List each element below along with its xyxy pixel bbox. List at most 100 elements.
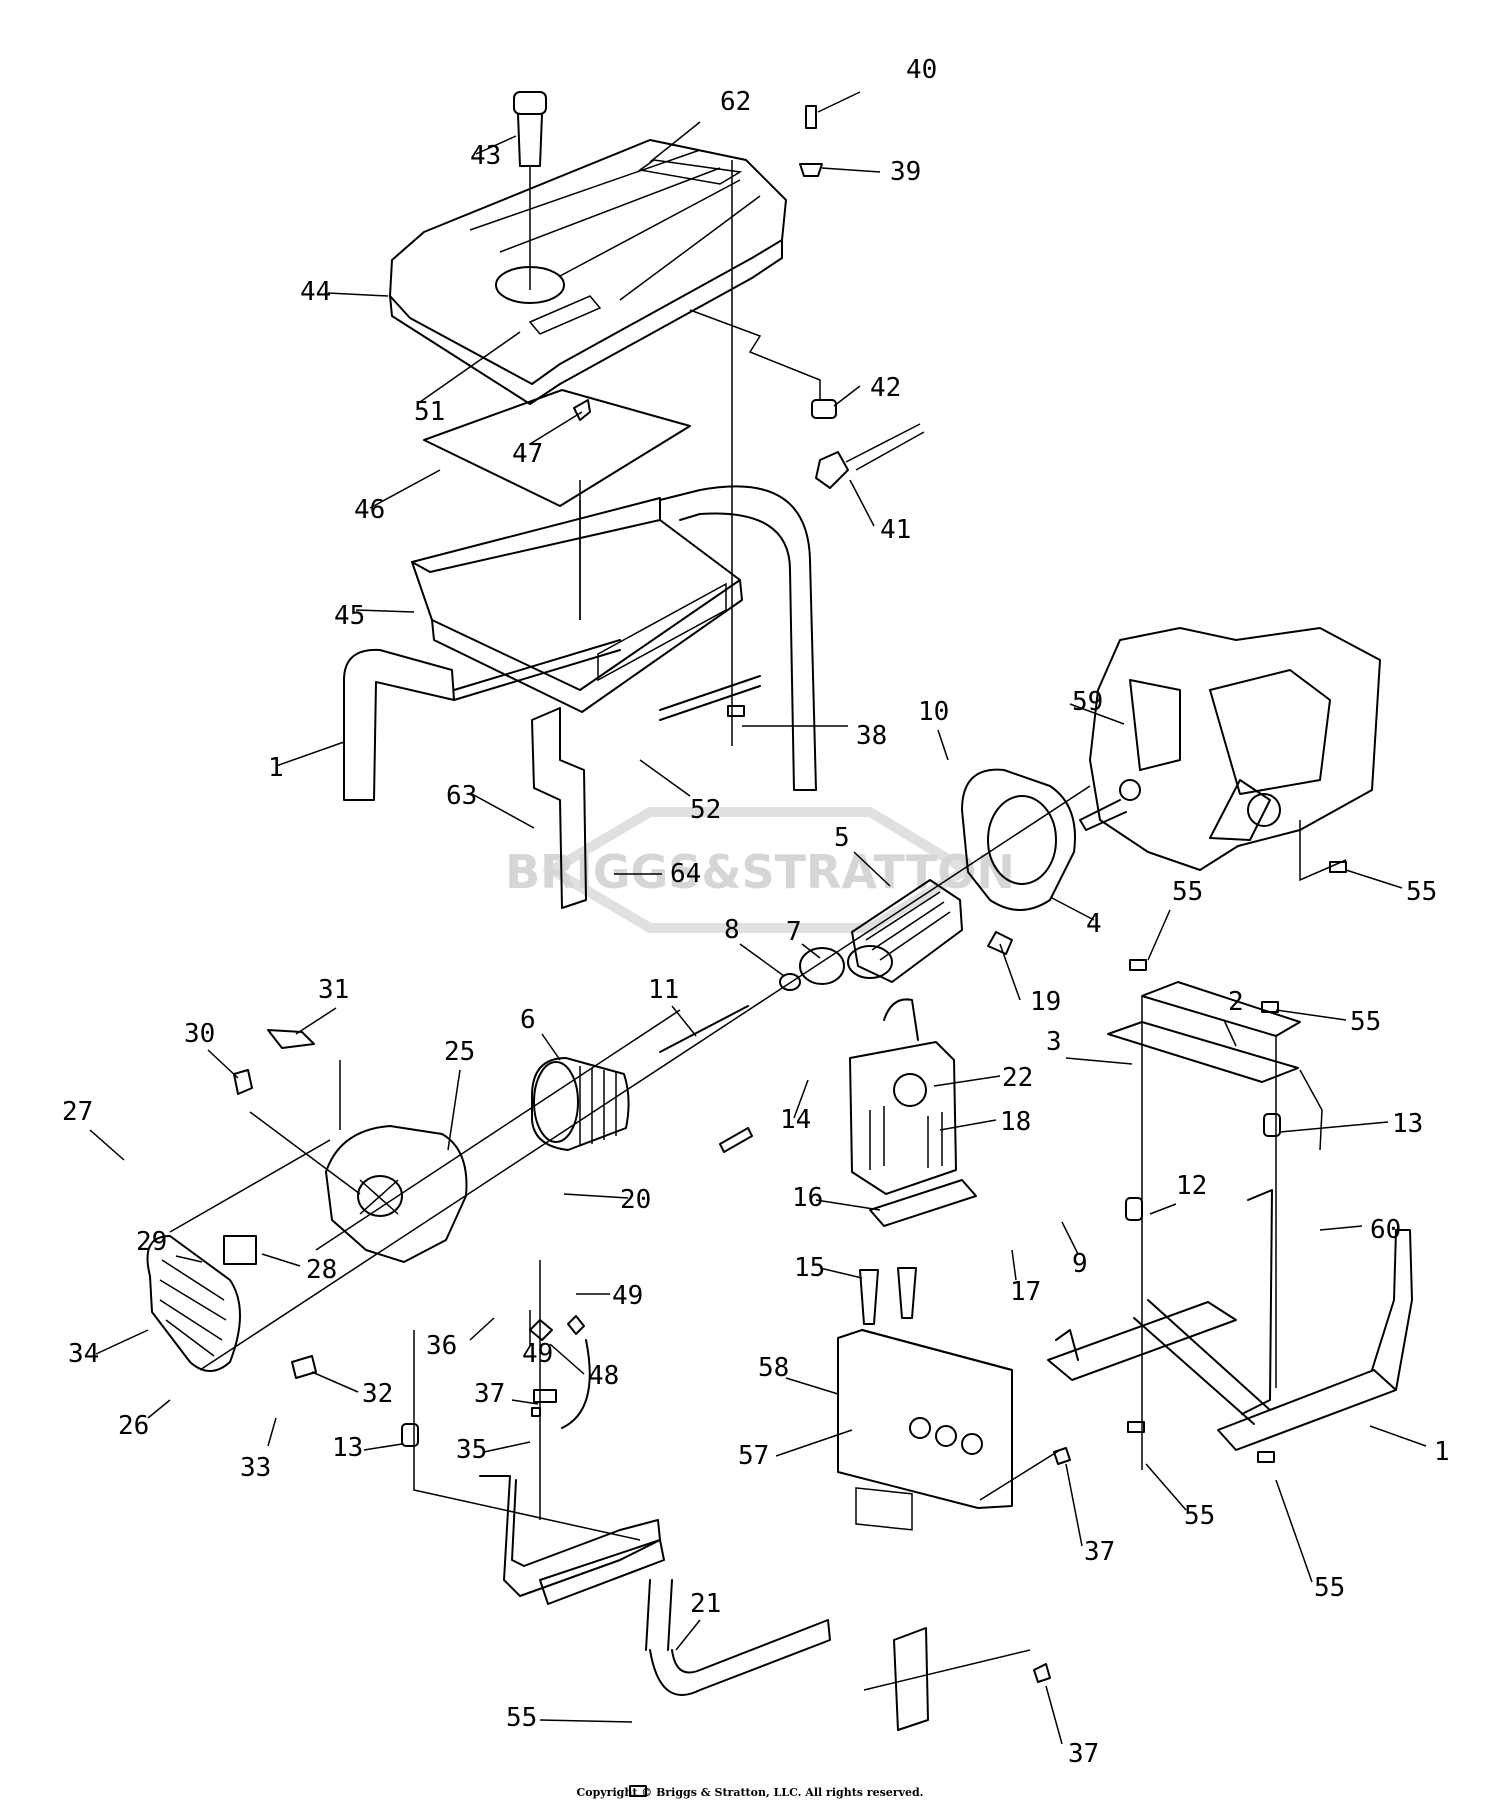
callout-leader-42 [833,385,861,407]
callout-label-1a: 1 [268,753,284,783]
callout-leader-13a [1279,1121,1389,1133]
callout-leader-19 [999,943,1021,1001]
callout-label-4: 4 [1086,909,1102,939]
callout-leader-46 [369,469,441,509]
callout-52: 52 [639,759,721,825]
callout-label-59: 59 [1072,687,1103,717]
callout-leader-28 [261,1253,301,1267]
fuel-valve-clip [573,399,591,421]
callout-10: 10 [918,697,949,761]
callout-leader-2 [1223,1019,1237,1047]
callout-label-2: 2 [1228,987,1244,1017]
callout-label-42: 42 [870,373,901,403]
callout-label-64: 64 [670,859,701,889]
callout-leader-55f [539,1719,633,1723]
callout-64: 64 [614,859,701,889]
callout-leader-45 [355,609,415,613]
callout-leader-51 [419,331,521,403]
callout-label-30: 30 [184,1019,215,1049]
callout-13b: 13 [332,1433,403,1463]
callout-49b: 49 [522,1310,553,1369]
callout-14: 14 [780,1079,811,1135]
callout-leader-5 [853,851,891,887]
callout-label-5: 5 [834,823,850,853]
callout-label-51: 51 [414,397,445,427]
tank-cradle [411,480,743,713]
callout-43: 43 [470,135,517,171]
callout-label-37c: 37 [1068,1739,1099,1769]
callout-62: 62 [649,87,751,163]
callout-leader-55d [1145,1463,1187,1511]
callout-3: 3 [1046,1027,1133,1065]
callout-leader-13b [363,1443,403,1451]
callout-label-15: 15 [794,1253,825,1283]
callout-leader-11 [671,1005,697,1037]
callout-leader-52 [639,759,691,797]
callout-25: 25 [444,1037,475,1151]
callout-label-32: 32 [362,1379,393,1409]
callout-21: 21 [675,1589,721,1651]
callout-15: 15 [794,1253,863,1283]
callout-60: 60 [1319,1215,1401,1245]
callout-leader-21 [675,1619,701,1651]
callout-44: 44 [300,277,389,307]
callout-19: 19 [999,943,1061,1017]
callout-label-55c: 55 [1350,1007,1381,1037]
callout-label-16: 16 [792,1183,823,1213]
callout-63: 63 [446,781,535,829]
callout-leader-47 [529,411,583,445]
callout-57: 57 [738,1429,853,1471]
callout-leader-29 [175,1255,203,1263]
callout-7: 7 [786,917,821,959]
callout-label-37b: 37 [1084,1537,1115,1567]
callout-leader-30 [207,1049,239,1079]
callout-leader-44 [327,292,389,297]
callout-label-43: 43 [470,141,501,171]
callout-leader-12 [1149,1203,1177,1215]
mounting-bracket [531,707,587,909]
callout-18: 18 [939,1107,1031,1137]
callout-leader-58 [785,1377,839,1395]
callout-55a: 55 [1345,869,1437,907]
callout-label-49a: 49 [612,1281,643,1311]
callout-label-28: 28 [306,1255,337,1285]
callout-55d: 55 [1145,1463,1215,1531]
engine [1079,627,1381,871]
callout-leader-18 [939,1119,997,1131]
callout-label-55f: 55 [506,1703,537,1733]
callout-label-52: 52 [690,795,721,825]
callout-32: 32 [311,1371,393,1409]
callout-leader-55e [1275,1479,1313,1583]
callout-leader-48 [549,1343,585,1375]
callout-12: 12 [1149,1171,1207,1215]
bearing [799,947,845,985]
fuel-tank [389,139,787,405]
callout-label-57: 57 [738,1441,769,1471]
watermark-text: BRIGGS&STRATTON [505,845,1015,899]
callout-30: 30 [184,1019,239,1079]
callout-label-22: 22 [1002,1063,1033,1093]
callout-55e: 55 [1275,1479,1345,1603]
fasteners [223,105,1347,1797]
callout-label-60: 60 [1370,1215,1401,1245]
frame-right [1047,1189,1413,1451]
callout-16: 16 [792,1183,881,1213]
callout-label-6: 6 [520,1005,536,1035]
callout-leader-22 [933,1075,1001,1087]
callout-leader-10 [937,729,949,761]
callout-1a: 1 [268,741,345,783]
callout-label-3: 3 [1046,1027,1062,1057]
callout-11: 11 [648,975,697,1037]
callout-36: 36 [426,1317,495,1361]
callout-leader-40 [817,91,861,113]
stator [531,1057,630,1151]
callout-label-44: 44 [300,277,331,307]
callout-leader-3 [1065,1057,1133,1065]
frame-lower [479,1475,831,1696]
callout-label-63: 63 [446,781,477,811]
callout-8: 8 [724,915,785,977]
callout-48: 48 [549,1343,619,1391]
callout-label-19: 19 [1030,987,1061,1017]
callout-leader-25 [447,1069,461,1151]
